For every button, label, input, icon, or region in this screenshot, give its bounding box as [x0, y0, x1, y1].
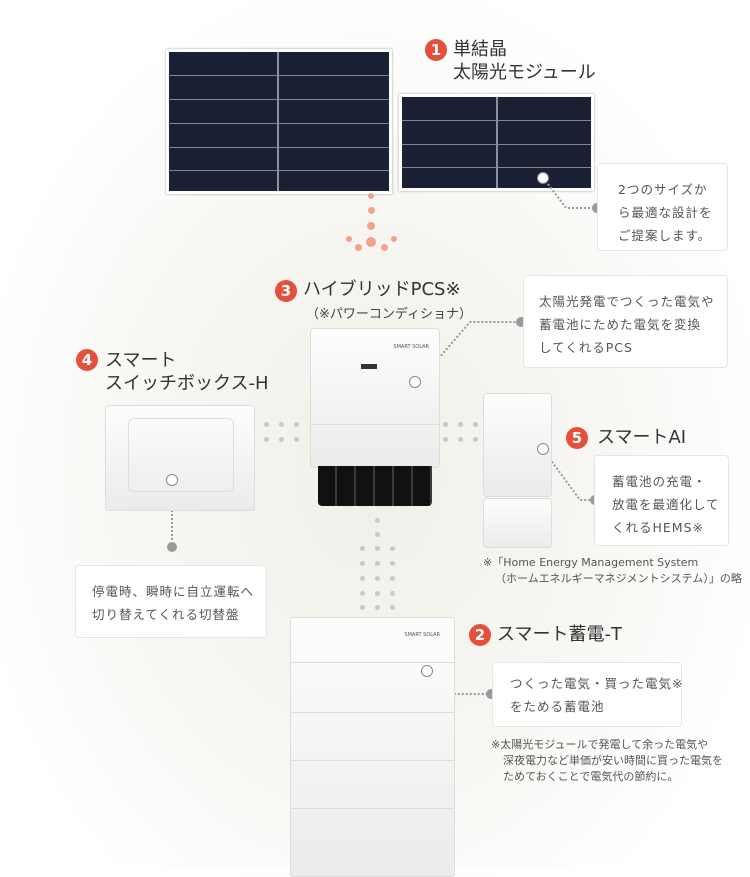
switchbox-device	[105, 405, 255, 511]
pcs-point	[409, 376, 421, 388]
battery-device: SMART SOLAR	[290, 617, 455, 877]
badge-3: 3	[275, 280, 297, 302]
pcs-heatsink	[318, 466, 432, 506]
callout-smart-ai: 蓄電池の充電・放電を最適化してくれるHEMS※	[594, 455, 729, 546]
badge-5: 5	[566, 427, 588, 449]
flow-dot	[391, 236, 397, 242]
flow-dot	[346, 236, 352, 242]
flow-dot	[368, 207, 375, 214]
title-solar-module: 単結晶太陽光モジュール	[453, 39, 596, 83]
badge-2: 2	[469, 624, 491, 646]
flow-dot	[367, 222, 375, 230]
badge-4: 4	[76, 349, 98, 371]
brand-label: SMART SOLAR	[404, 632, 440, 638]
title-smart-battery: スマート蓄電-T	[497, 624, 622, 645]
title-hybrid-pcs: ハイブリッドPCS※	[303, 279, 461, 300]
callout-battery: つくった電気・買った電気※をためる蓄電池	[492, 662, 682, 727]
smart-ai-base	[483, 498, 552, 548]
flow-dot	[355, 244, 362, 251]
hems-note: ※「Home Energy Management System（ホームエネルギー…	[483, 556, 742, 585]
battery-note: ※太陽光モジュールで発電して余った電気や深夜電力など単価が安い時間に買った電気を…	[491, 738, 723, 783]
switchbox-point	[166, 474, 178, 486]
pcs-device: SMART SOLAR	[310, 328, 440, 468]
solar-point	[537, 172, 549, 184]
callout-dot	[516, 317, 526, 327]
solar-panel-large	[166, 49, 392, 194]
flow-dot	[366, 237, 376, 247]
subtitle-pcs: （※パワーコンディショナ）	[306, 307, 472, 322]
battery-point	[421, 665, 433, 677]
flow-dot	[368, 193, 374, 199]
callout-dot	[486, 689, 496, 699]
callout-solar-module: 2つのサイズから最適な設計をご提案します。	[597, 163, 728, 251]
callout-dot	[167, 542, 177, 552]
brand-label: SMART SOLAR	[393, 344, 429, 350]
smart-ai-point	[537, 443, 549, 455]
pcs-display	[361, 364, 377, 369]
badge-1: 1	[425, 39, 447, 61]
flow-dot	[381, 244, 388, 251]
callout-pcs: 太陽光発電でつくった電気や蓄電池にためた電気を変換してくれるPCS	[523, 275, 728, 368]
title-smart-ai: スマートAI	[597, 427, 687, 448]
callout-switchbox: 停電時、瞬時に自立運転へ切り替えてくれる切替盤	[75, 565, 267, 638]
title-switchbox: スマートスイッチボックス-H	[105, 350, 269, 394]
solar-panel-small	[399, 94, 594, 191]
